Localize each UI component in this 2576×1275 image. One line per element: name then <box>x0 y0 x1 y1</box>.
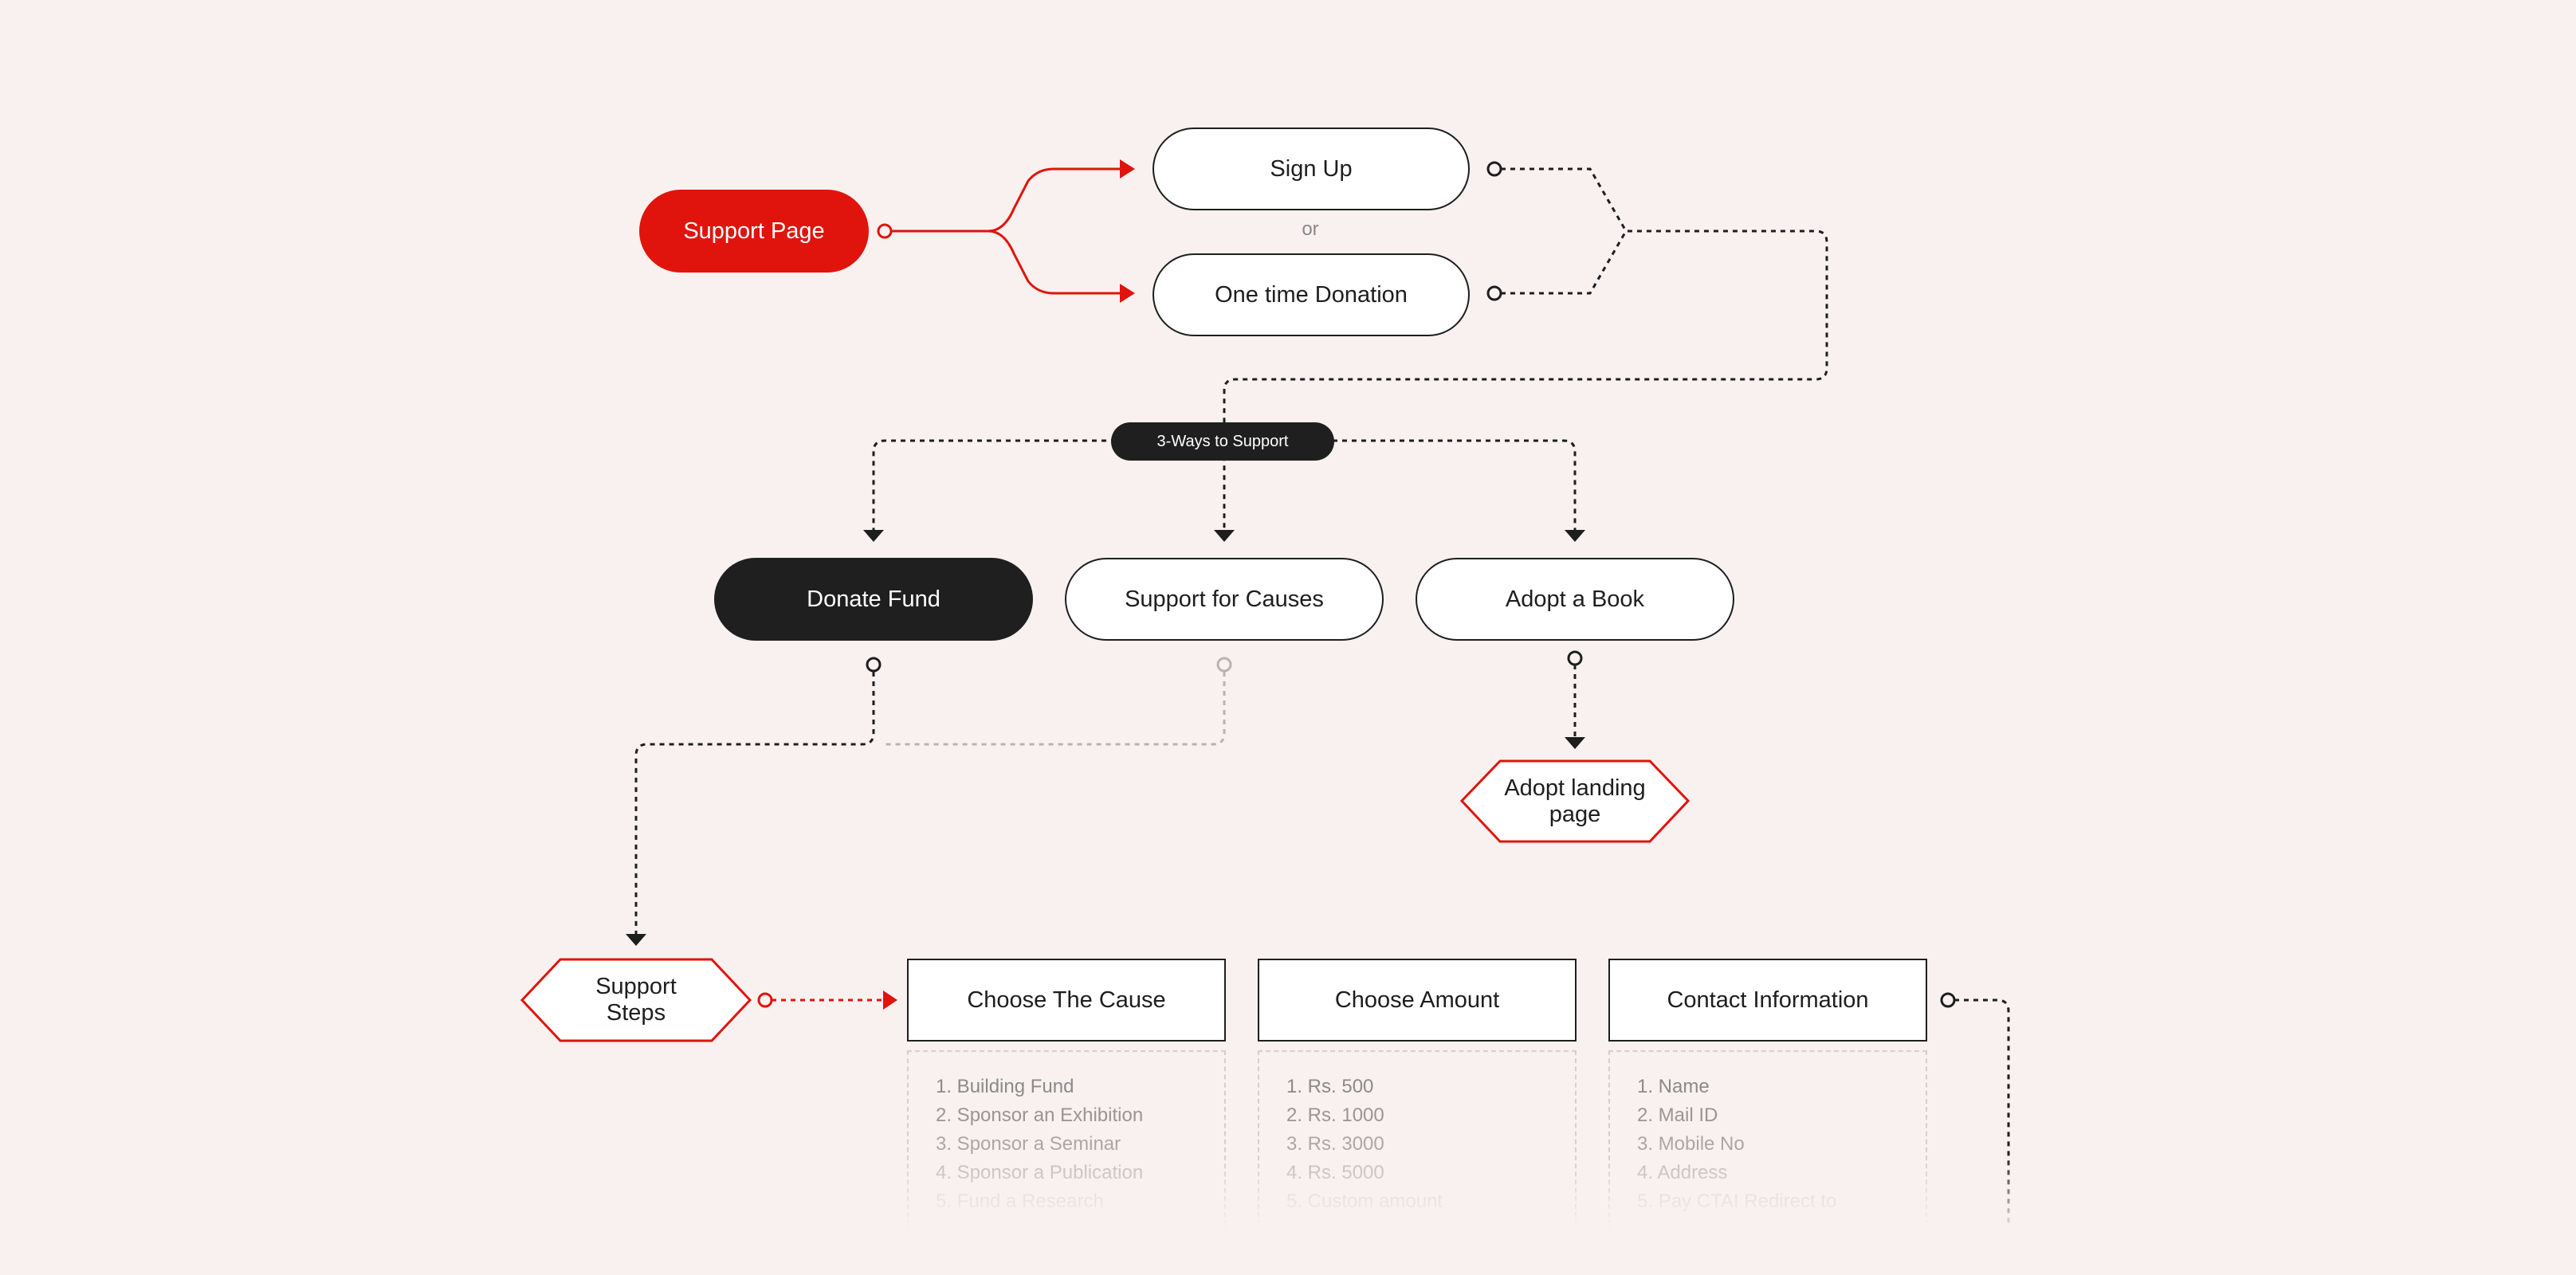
arrow-to-adopt-book <box>1565 530 1585 542</box>
contact-fields-list: 1. Name 2. Mail ID 3. Mobile No 4. Addre… <box>1608 1050 1927 1257</box>
one-time-donation-node[interactable]: One time Donation <box>1153 253 1470 336</box>
port-support-steps <box>757 992 773 1008</box>
list-item: 5. Fund a Research <box>936 1191 1104 1212</box>
connector-fund-to-steps <box>634 672 875 934</box>
donate-fund-node[interactable]: Donate Fund <box>714 558 1033 641</box>
port-support-causes <box>1216 657 1232 673</box>
connector-to-donation <box>988 230 1120 295</box>
list-item: 2. Rs. 1000 <box>1286 1104 1384 1126</box>
list-item: 3. Sponsor a Seminar <box>936 1133 1121 1155</box>
amount-options-list: 1. Rs. 500 2. Rs. 1000 3. Rs. 3000 4. Rs… <box>1258 1050 1577 1257</box>
list-item: 2. Mail ID <box>1637 1104 1718 1126</box>
arrow-to-choose-cause <box>883 991 897 1010</box>
merge-connectors <box>1223 167 1828 532</box>
hexagon-adopt-landing <box>1459 759 1690 843</box>
port-donate-fund <box>866 657 882 673</box>
hexagon-support-steps <box>520 958 752 1042</box>
list-item: 2. Sponsor an Exhibition <box>936 1104 1144 1126</box>
red-branch-connectors <box>891 167 1120 295</box>
port-donation <box>1486 285 1502 301</box>
three-ways-tag: 3-Ways to Support <box>1111 422 1334 461</box>
list-item: 3. Rs. 3000 <box>1286 1133 1384 1155</box>
list-item: 1. Rs. 500 <box>1286 1076 1374 1097</box>
choose-amount-node[interactable]: Choose Amount <box>1258 959 1577 1042</box>
list-item: 4. Address <box>1637 1162 1728 1183</box>
list-item: 4. Rs. 5000 <box>1286 1162 1384 1183</box>
list-item: 1. Name <box>1637 1076 1710 1097</box>
port-signup <box>1486 161 1502 177</box>
connector-causes-to-steps <box>885 672 1226 746</box>
cause-options-list: 1. Building Fund 2. Sponsor an Exhibitio… <box>907 1050 1226 1257</box>
connector-to-signup <box>891 167 1120 233</box>
or-label: or <box>1302 218 1319 240</box>
sign-up-node[interactable]: Sign Up <box>1153 128 1470 210</box>
list-item: 3. Mobile No <box>1637 1133 1745 1155</box>
support-page-node[interactable]: Support Page <box>639 190 869 273</box>
arrow-to-support-steps <box>626 934 646 946</box>
arrow-to-adopt-landing <box>1565 737 1585 749</box>
list-item: 5. Pay CTAI Redirect to <box>1637 1191 1837 1212</box>
list-item: 5. Custom amount <box>1286 1191 1443 1212</box>
arrow-to-donate-fund <box>863 530 884 542</box>
adopt-a-book-node[interactable]: Adopt a Book <box>1416 558 1734 641</box>
contact-information-node[interactable]: Contact Information <box>1608 959 1927 1042</box>
list-item: 1. Building Fund <box>936 1076 1074 1097</box>
choose-cause-node[interactable]: Choose The Cause <box>907 959 1226 1042</box>
port-support-page <box>877 223 893 239</box>
ways-connectors <box>872 439 1577 532</box>
connector-contact-onward <box>1954 998 2010 1227</box>
port-contact-info <box>1940 992 1956 1008</box>
support-for-causes-node[interactable]: Support for Causes <box>1065 558 1384 641</box>
adopt-landing-label: Adopt landing page <box>1504 775 1646 827</box>
support-steps-label: Support Steps <box>595 974 677 1026</box>
arrow-head-donation <box>1120 284 1135 303</box>
arrow-to-support-causes <box>1214 530 1235 542</box>
arrow-head-signup <box>1120 159 1135 178</box>
port-adopt-book <box>1567 650 1583 666</box>
list-item: 4. Sponsor a Publication <box>936 1162 1144 1183</box>
